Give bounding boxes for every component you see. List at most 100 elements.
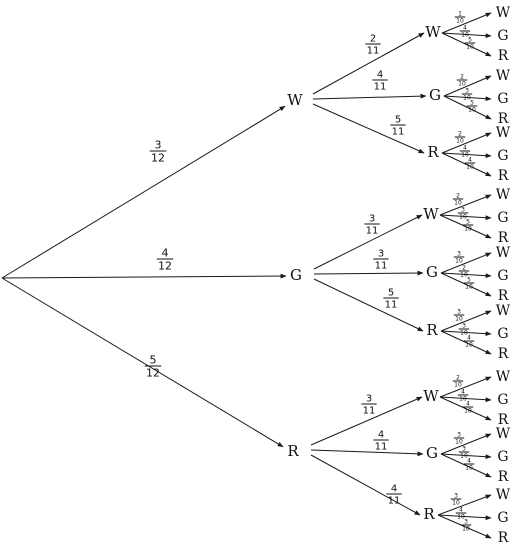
fraction-denominator: 10 [455, 439, 463, 446]
branch-probability: 411 [386, 484, 402, 507]
branch-probability: 310 [453, 432, 465, 446]
fraction-denominator: 10 [461, 152, 469, 159]
fraction-numerator: 4 [378, 430, 384, 441]
branch-level3 [439, 214, 492, 221]
outcome-node: R [498, 230, 509, 246]
fraction-denominator: 10 [465, 342, 473, 349]
branch-probability: 310 [460, 519, 472, 533]
branch-level3 [440, 252, 492, 274]
branch-probability: 511 [383, 288, 399, 311]
outcome-node: G [426, 263, 438, 281]
fraction-denominator: 10 [452, 500, 460, 507]
fraction-numerator: 2 [456, 193, 460, 200]
branch-level3 [439, 396, 492, 403]
fraction-numerator: 4 [461, 389, 465, 396]
branch-probability: 311 [364, 214, 380, 237]
branch-level2 [312, 103, 425, 154]
fraction-numerator: 4 [459, 507, 463, 514]
branch-probability: 310 [450, 493, 462, 507]
branch-probability: 210 [458, 265, 470, 279]
fraction-numerator: 3 [378, 249, 384, 260]
branch-level3 [439, 396, 492, 421]
branch-probability: 410 [464, 157, 476, 171]
branch-level3 [440, 330, 492, 337]
fraction-denominator: 12 [158, 259, 172, 272]
outcome-node: G [497, 210, 508, 226]
fraction-denominator: 11 [374, 82, 387, 93]
branch-level2 [312, 93, 427, 100]
outcome-node: G [429, 86, 441, 104]
branch-level1 [1, 277, 284, 448]
fraction-numerator: 4 [463, 25, 467, 32]
outcome-node: G [497, 28, 508, 44]
branch-probability: 210 [456, 74, 468, 88]
outcome-node: R [498, 469, 509, 485]
fraction-numerator: 3 [465, 88, 469, 95]
fraction-numerator: 4 [162, 246, 169, 259]
fraction-denominator: 10 [459, 396, 467, 403]
branch-level2 [312, 32, 425, 95]
fraction-numerator: 3 [461, 207, 465, 214]
branch-probability: 310 [458, 446, 470, 460]
fraction-denominator: 10 [457, 514, 465, 521]
branch-probability: 310 [458, 323, 470, 337]
branch-level3 [437, 494, 492, 516]
branch-level3 [441, 152, 492, 177]
fraction-denominator: 10 [466, 164, 474, 171]
branch-probability: 110 [454, 11, 466, 25]
outcome-node: W [496, 68, 511, 84]
branch-level3 [440, 330, 492, 355]
outcome-node: G [497, 510, 508, 526]
branch-probability: 210 [452, 375, 464, 389]
fraction-numerator: 5 [470, 100, 474, 107]
branch-probability: 311 [373, 249, 389, 272]
outcome-node: G [426, 444, 438, 462]
branch-level3 [437, 514, 492, 521]
outcome-node: R [498, 288, 509, 304]
branch-probability: 310 [457, 207, 469, 221]
outcome-node: W [496, 303, 511, 319]
outcome-node: R [498, 530, 509, 546]
branch-level3 [440, 272, 492, 297]
outcome-node: W [496, 5, 511, 21]
branch-level3 [440, 272, 492, 279]
branch-level3 [439, 376, 492, 398]
fraction-numerator: 3 [457, 309, 461, 316]
branch-level3 [440, 453, 492, 478]
fraction-numerator: 4 [463, 145, 467, 152]
outcome-node: G [497, 91, 508, 107]
branch-probability: 410 [457, 389, 469, 403]
fraction-denominator: 12 [146, 366, 160, 379]
branch-level2 [310, 396, 423, 446]
outcome-node: W [425, 23, 441, 41]
fraction-denominator: 11 [363, 406, 376, 417]
outcome-node: G [290, 266, 302, 284]
branch-probability: 412 [156, 246, 174, 272]
outcome-node: R [423, 505, 435, 523]
fraction-numerator: 2 [458, 131, 462, 138]
outcome-node: R [498, 412, 509, 428]
branch-level3 [440, 433, 492, 455]
branch-probability: 510 [462, 219, 474, 233]
fraction-numerator: 4 [467, 335, 471, 342]
fraction-denominator: 11 [375, 442, 388, 453]
fraction-denominator: 11 [388, 496, 401, 507]
outcome-node: W [496, 426, 511, 442]
fraction-denominator: 10 [455, 258, 463, 265]
branch-level2 [313, 214, 423, 270]
branch-level3 [441, 152, 492, 159]
fraction-denominator: 10 [465, 465, 473, 472]
outcome-node: G [497, 326, 508, 342]
fraction-numerator: 3 [462, 323, 466, 330]
outcome-node: G [497, 148, 508, 164]
fraction-denominator: 11 [367, 46, 380, 57]
outcome-node: R [287, 442, 299, 460]
branch-level2 [313, 270, 424, 276]
outcome-node: R [426, 321, 438, 339]
fraction-numerator: 3 [457, 251, 461, 258]
fraction-numerator: 5 [150, 353, 157, 366]
branch-probability: 310 [453, 251, 465, 265]
branch-level3 [443, 75, 492, 97]
branch-probability: 512 [144, 353, 162, 379]
